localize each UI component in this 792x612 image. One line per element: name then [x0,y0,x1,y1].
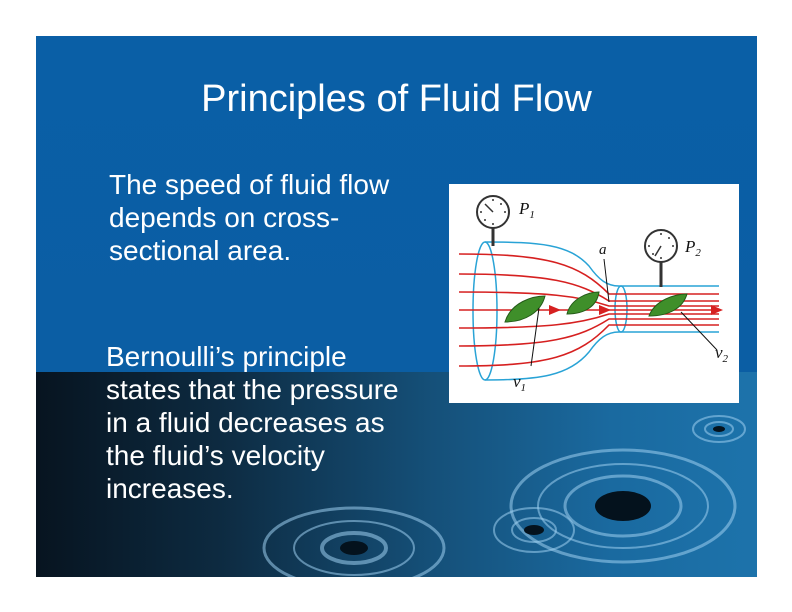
pointer-lines [530,258,718,367]
slide-title: Principles of Fluid Flow [201,78,592,120]
leaves [504,291,688,323]
text-line: in a fluid decreases as [106,407,385,438]
leaf-icon [566,291,600,315]
pressure-gauge-2-icon [644,229,678,287]
text-line: states that the pressure [106,374,399,405]
flow-lines [458,253,719,367]
bernoulli-pipe-diagram: P1 P2 a v1 v2 [449,184,739,403]
text-line: Bernoulli’s principle [106,341,347,372]
paragraph-bernoulli: Bernoulli’s principle states that the pr… [106,340,399,505]
text-line: The speed of fluid flow [109,169,390,200]
text-line: increases. [106,473,234,504]
flow-arrowheads [549,305,723,315]
pipe-outline [472,241,719,381]
label-a: a [599,242,607,258]
label-p2: P2 [684,237,701,259]
text-line: depends on cross- [109,202,340,233]
water-ripples-decoration [262,415,746,577]
pressure-gauge-1-icon [476,195,510,246]
label-v1: v1 [513,372,526,394]
paragraph-flow-speed: The speed of fluid flow depends on cross… [109,168,389,267]
dark-gradient-band [36,372,757,577]
leaf-icon [648,293,688,317]
label-p1: P1 [518,199,535,221]
pipe-diagram-svg: P1 P2 a v1 v2 [458,195,729,394]
text-line: the fluid’s velocity [106,440,325,471]
leaf-icon [504,295,546,323]
label-v2: v2 [715,343,729,365]
slide: Principles of Fluid Flow The speed of fl… [36,36,757,577]
text-line: sectional area. [109,235,292,266]
